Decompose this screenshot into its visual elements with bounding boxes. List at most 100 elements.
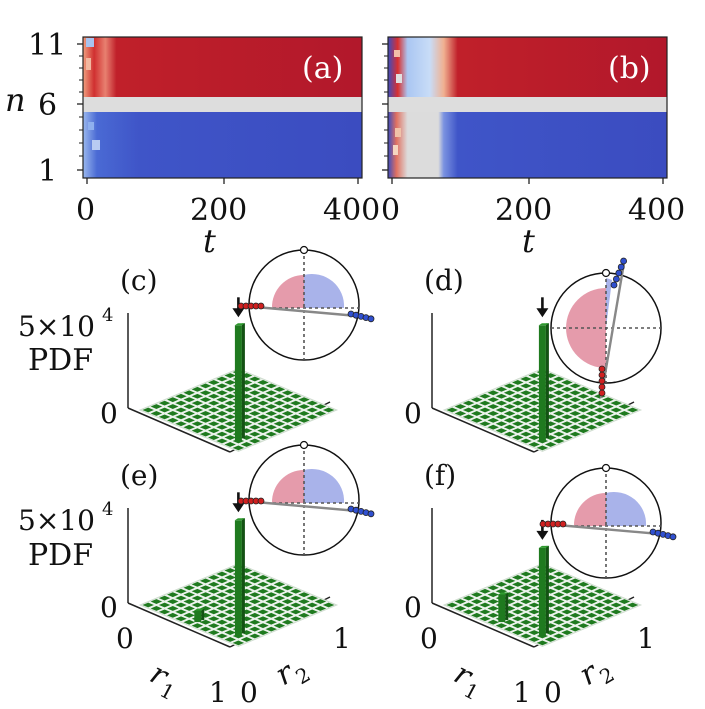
pdf-cell: [273, 581, 286, 587]
pdf-cell: [265, 390, 277, 396]
pdf-cell: [257, 588, 269, 594]
pdf-cell: [167, 599, 179, 604]
pdf-cell: [208, 609, 220, 615]
pdf-cell: [569, 424, 581, 430]
panel-a: (a) 11 6 n 1 0 200 400 t: [5, 28, 380, 260]
pdf-cell: [249, 417, 261, 423]
pdf-cell: [471, 599, 483, 604]
pdf-cell: [610, 407, 622, 413]
pdf-cell: [281, 417, 294, 423]
pdf-cell: [224, 393, 236, 399]
pdf-cell: [512, 386, 524, 392]
pdf-cell: [208, 393, 220, 399]
pdf-cell: [512, 616, 524, 622]
pdf-cell: [602, 592, 614, 598]
peak-arrow-head: [232, 308, 245, 318]
pdf-cell: [290, 609, 302, 615]
pdf-cell: [495, 623, 508, 629]
pdf-cell: [167, 417, 179, 423]
pdf-cell: [626, 407, 639, 413]
pdf-cell: [167, 612, 179, 618]
pdf-cell: [520, 397, 532, 403]
pdf-cell: [577, 414, 590, 420]
pdf-cell: [528, 442, 540, 447]
pdf-cell: [528, 400, 540, 406]
pdf-cell: [249, 424, 261, 430]
pdf-cell: [167, 397, 179, 403]
pdf-cell: [594, 421, 606, 427]
heatmap-a-blue-region: [83, 112, 362, 178]
pdf-cell: [175, 609, 187, 615]
pdf-cell: [569, 578, 581, 584]
pdf-cell: [216, 404, 228, 409]
heatmap-a-early-detail-3: [88, 122, 94, 130]
pdf-cell: [183, 411, 195, 416]
pdf-cell: [503, 599, 516, 604]
phase-dial-c: [237, 245, 375, 361]
xlabel-r2-e: r 2: [270, 655, 315, 693]
pdf-cell: [561, 393, 573, 399]
pdf-cell: [298, 411, 310, 416]
pdf-cell: [462, 602, 475, 608]
pdf-cell: [208, 386, 220, 392]
pdf-cell: [479, 609, 491, 615]
pdf-cell: [602, 411, 614, 416]
pdf-cell: [322, 407, 335, 413]
pdf-cell: [199, 411, 212, 416]
pdf-cell: [487, 397, 499, 403]
pdf-cell: [512, 602, 524, 608]
pdf-cell: [528, 407, 540, 413]
pdf-cell: [281, 404, 294, 409]
pdf-cell: [208, 575, 220, 580]
pdf-cell: [528, 595, 540, 601]
pdf-cell: [257, 623, 269, 629]
pdf-cell: [199, 417, 212, 423]
dial-top-marker: [601, 268, 611, 278]
pdf-cell: [569, 606, 581, 611]
pdf-cell: [265, 397, 277, 403]
pdf-cell: [224, 575, 236, 580]
pdf-cell: [528, 588, 540, 594]
dial-top-marker: [601, 463, 611, 473]
pdf-cell: [462, 609, 475, 615]
pdf-cell: [298, 612, 310, 618]
pdf-cell: [528, 393, 540, 399]
pdf-cell: [298, 417, 310, 423]
pdf-cell: [224, 630, 236, 635]
pdf-cell: [257, 386, 269, 392]
pdf-peak-bar: [538, 547, 546, 636]
pdf-cell: [454, 411, 467, 416]
pdf-cell: [577, 602, 590, 608]
pdf-cell: [520, 390, 532, 396]
pdf-cell: [150, 599, 163, 604]
pdf-cell: [191, 414, 204, 420]
pdf-cell: [167, 592, 179, 598]
pdf-cell: [298, 592, 310, 598]
xtick-label-0-b: 0: [381, 193, 400, 228]
dial-blue-bead: [620, 257, 627, 265]
pdf-cell: [232, 640, 245, 646]
dial-blue-bead: [367, 510, 375, 518]
heatmap-b-early-detail-2: [396, 74, 402, 83]
pdf-cell: [281, 606, 294, 611]
pdf-cell: [249, 431, 261, 437]
pdf-cell: [610, 400, 622, 406]
heatmap-a-frame: [82, 36, 363, 179]
pdf-cell: [224, 428, 236, 434]
pdf-cell: [585, 619, 598, 625]
pdf-cell: [224, 380, 236, 385]
ytick-label-1: 1: [38, 154, 57, 189]
dial-blue-bead: [613, 275, 620, 283]
xlabel-r1-f: r 1: [448, 656, 482, 705]
pdf-cell: [561, 588, 573, 594]
pdf-cell: [585, 417, 598, 423]
pdf-cell: [273, 386, 286, 392]
pdf-cell: [561, 421, 573, 427]
pdf-cell: [224, 407, 236, 413]
pdf-cell: [561, 616, 573, 622]
ytick-label-11: 11: [28, 28, 66, 63]
pdf-cell: [249, 571, 261, 577]
xtick-label-400-a: 400: [323, 193, 380, 228]
pdf-cell: [520, 633, 532, 639]
pdf-cell: [512, 609, 524, 615]
